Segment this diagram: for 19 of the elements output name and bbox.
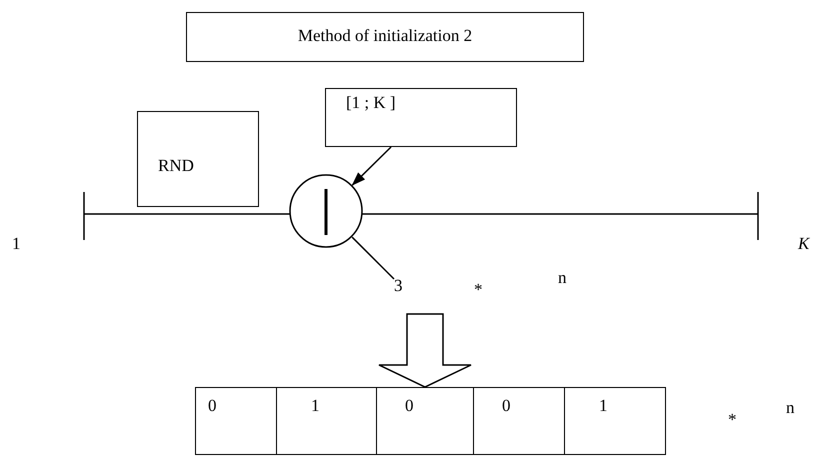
bit-cell: 0 — [376, 387, 474, 455]
bit-cell: 1 — [564, 387, 666, 455]
endpoint-label: K — [798, 234, 810, 254]
block-arrow — [378, 313, 472, 388]
bit-cell: 0 — [473, 387, 565, 455]
multiply-sign: * — [728, 410, 736, 430]
endpoint-label: 1 — [12, 234, 20, 254]
bit-cell: 1 — [276, 387, 377, 455]
bit-cell: 0 — [195, 387, 277, 455]
leader-line — [352, 236, 395, 280]
count-text: 3 — [394, 276, 410, 298]
rnd-box: RND — [137, 111, 259, 207]
arrow — [352, 146, 392, 186]
title-box: Method of initialization 2 — [186, 12, 584, 62]
variable-label: n — [786, 398, 794, 418]
variable-label: n — [558, 268, 566, 288]
multiply-sign: * — [474, 280, 482, 300]
marker-circle — [289, 174, 363, 248]
range-box: [1 ; K ] — [325, 88, 517, 147]
